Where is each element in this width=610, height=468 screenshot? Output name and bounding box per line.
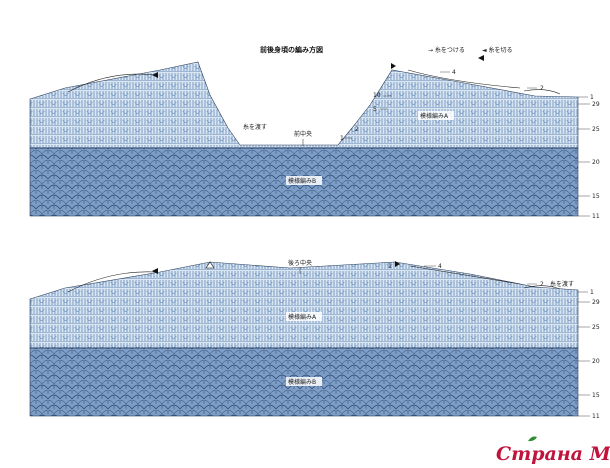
legend-cut-yarn: ◄ 糸を切る: [482, 46, 513, 54]
front-row-29: 29: [592, 101, 600, 108]
front-center-label: 前中央: [294, 130, 312, 138]
front-pass-yarn-label: 糸を渡す: [243, 123, 267, 131]
legend-attach-yarn: → 糸をつける: [428, 46, 465, 54]
back-panel: 後ろ中央 模様編みA 模様編みB 1 4 2 糸を渡す 1 29 25 20 1…: [29, 259, 600, 420]
front-row-label-2: 2: [355, 126, 359, 133]
front-attach-marker-icon: [391, 63, 396, 69]
front-cut-marker-icon: [152, 72, 158, 78]
back-row-25: 25: [592, 324, 600, 331]
chart-title: 前後身頃の編み方図: [260, 45, 323, 54]
front-row-25: 25: [592, 126, 600, 133]
front-row-label-10: 10: [373, 92, 381, 99]
watermark-logo: Страна Мам: [496, 436, 610, 465]
back-row-label-2: 2: [540, 281, 544, 288]
front-pattern-a-area: [29, 61, 579, 149]
front-pattern-b-label: 模様編みB: [288, 177, 316, 185]
front-pattern-a-label: 模様編みA: [420, 112, 449, 120]
back-row-29: 29: [592, 299, 600, 306]
back-row-11: 11: [592, 413, 600, 420]
back-center-label: 後ろ中央: [288, 259, 312, 267]
back-center-marker-icon: [205, 261, 215, 269]
front-row-label-2-right: 2: [540, 85, 544, 92]
back-row-label-4: 4: [438, 263, 442, 270]
front-cut-marker-right-icon: [478, 55, 484, 61]
front-row-15: 15: [592, 193, 600, 200]
back-row-label-1: 1: [388, 263, 392, 270]
back-attach-marker-icon: [395, 261, 400, 267]
back-pattern-b-label: 模様編みB: [288, 378, 316, 386]
front-row-11: 11: [592, 213, 600, 220]
back-row-15: 15: [592, 392, 600, 399]
back-row-20: 20: [592, 358, 600, 365]
back-row-1: 1: [590, 289, 594, 296]
leaf-icon: [528, 436, 537, 442]
front-row-label-5: 5: [373, 106, 377, 113]
back-pattern-a-area: [29, 261, 579, 349]
front-row-1: 1: [590, 94, 594, 101]
front-panel: 糸を渡す 前中央 模様編みA 模様編みB 10 5 1 2 4 2 1 29 2…: [29, 55, 600, 220]
watermark-text: Страна Мам: [496, 443, 610, 465]
back-pattern-a-label: 模様編みA: [288, 313, 317, 321]
front-row-label-1: 1: [340, 135, 344, 142]
back-cut-marker-icon: [152, 268, 158, 274]
front-row-20: 20: [592, 159, 600, 166]
front-row-label-4: 4: [452, 69, 456, 76]
back-pass-yarn-label: 糸を渡す: [550, 280, 574, 288]
